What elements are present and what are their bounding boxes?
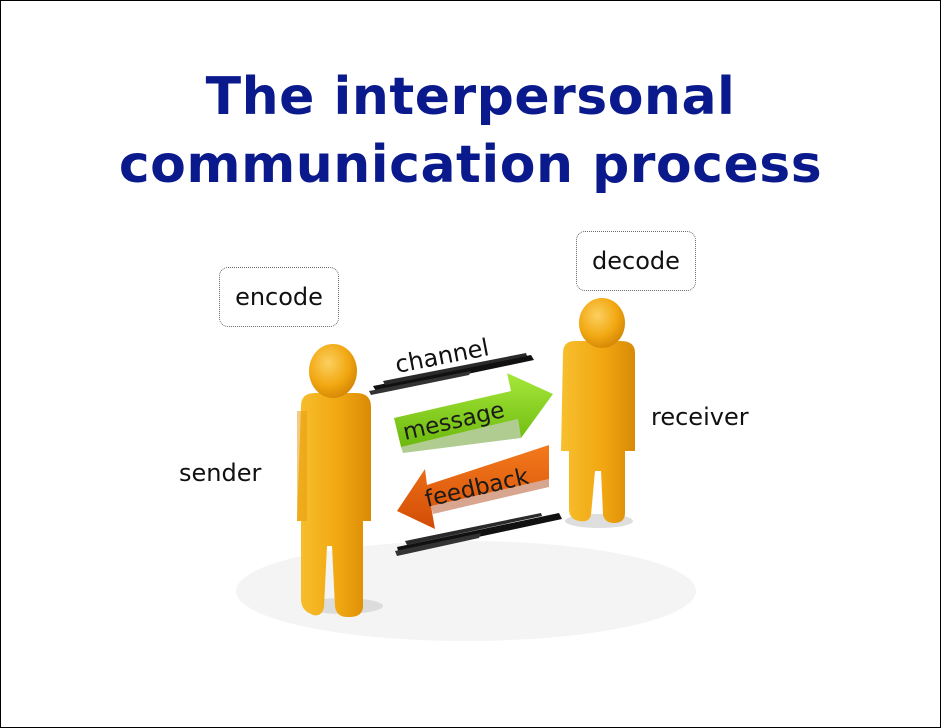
decode-label: decode — [592, 247, 680, 275]
receiver-figure-icon — [561, 298, 635, 528]
encode-label: encode — [235, 283, 323, 311]
feedback-arrow-icon — [397, 445, 549, 529]
sender-figure-icon — [297, 344, 383, 617]
title-line-2: communication process — [118, 135, 823, 195]
channel-brush-stroke-top — [369, 353, 534, 395]
receiver-label: receiver — [651, 403, 749, 431]
encode-box: encode — [219, 267, 339, 327]
channel-brush-stroke-bottom — [395, 513, 562, 556]
decode-box: decode — [576, 231, 696, 291]
message-arrow-icon — [394, 373, 553, 453]
sender-label: sender — [179, 459, 262, 487]
slide-title: The interpersonal communication process — [1, 63, 940, 199]
title-line-1: The interpersonal — [205, 67, 736, 127]
